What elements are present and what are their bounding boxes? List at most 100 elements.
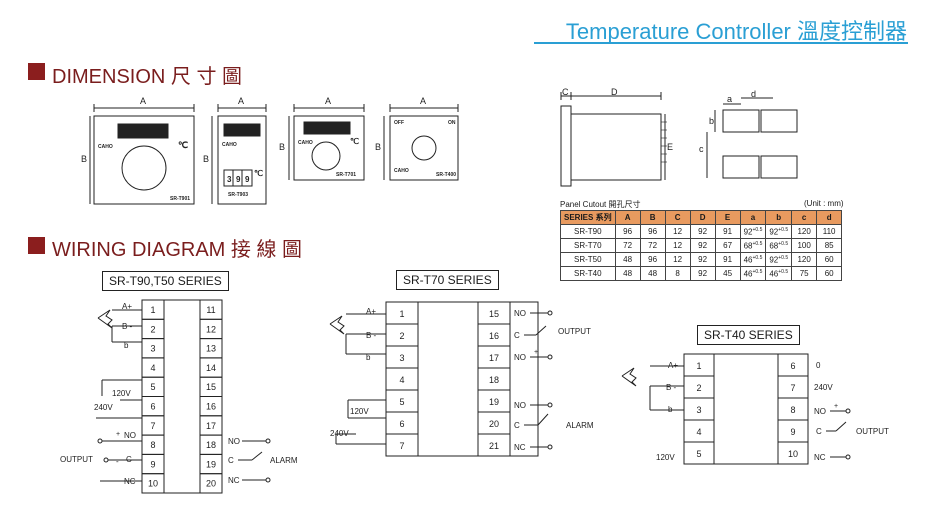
wire-line <box>835 421 847 432</box>
terminal-dot <box>547 402 553 408</box>
wiring-heading: WIRING DIAGRAM 接 線 圖 <box>52 239 302 261</box>
dim-b-label: B <box>375 142 381 152</box>
tolerance-sup: +0.5 <box>778 240 789 247</box>
thermocouple-icon <box>621 367 637 387</box>
diagram-text: b <box>668 405 673 414</box>
diagram-text: 3 <box>696 405 701 415</box>
diagram-text: 3 <box>399 353 404 363</box>
diagram-text: C <box>514 331 520 340</box>
diagram-text: A+ <box>366 307 376 316</box>
off-label: OFF <box>394 120 404 126</box>
diagram-text: 0 <box>816 361 821 370</box>
page-title: Temperature Controller 溫度控制器 <box>565 19 907 44</box>
diagram-text: 120V <box>112 389 131 398</box>
diagram-text: 18 <box>489 375 499 385</box>
diagram-text: A+ <box>668 361 678 370</box>
table-header-cell: A <box>614 210 641 225</box>
terminal-dot <box>265 477 271 483</box>
tolerance-sup: +0.5 <box>752 254 763 261</box>
table-cell: 92 <box>689 224 716 239</box>
diagram-text: 120V <box>350 407 369 416</box>
tolerance-sup: +0.5 <box>752 226 763 233</box>
table-header-cell: C <box>664 210 691 225</box>
table-cell: 92+0.5 <box>765 252 793 267</box>
diagram-text: 120V <box>656 453 675 462</box>
diagram-text: b <box>366 353 371 362</box>
dim-small-d: d <box>751 89 756 99</box>
table-cell: 72 <box>639 238 666 253</box>
on-label: ON <box>448 120 456 126</box>
diagram-text: NC <box>514 443 526 452</box>
pin-cell <box>199 473 223 494</box>
dim-a-label: A <box>238 96 244 106</box>
terminal-dot <box>547 444 553 450</box>
model-label: SR-T400 <box>436 172 456 178</box>
table-cell: SR-T50 <box>560 252 616 267</box>
diagram-text: NO <box>514 353 526 362</box>
table-cell: SR-T90 <box>560 224 616 239</box>
terminal-dot <box>103 457 109 463</box>
diagram-text: C <box>228 456 234 465</box>
diagram-text: ALARM <box>270 456 298 465</box>
table-cell: 120 <box>791 224 818 239</box>
table-cell: 12 <box>664 238 691 253</box>
diagram-text: C <box>514 421 520 430</box>
terminal-dot <box>547 310 553 316</box>
diagram-text: 21 <box>489 441 499 451</box>
diagram-text: OUTPUT <box>856 427 889 436</box>
table-cell: 67 <box>714 238 741 253</box>
diagram-text: 240V <box>330 429 349 438</box>
tolerance-sup: +0.5 <box>778 226 789 233</box>
table-header-cell: SERIES 系列 <box>560 210 616 225</box>
diagram-text: 240V <box>814 383 833 392</box>
diagram-text: 7 <box>790 383 795 393</box>
dim-b-label: B <box>81 154 87 164</box>
diagram-text: ALARM <box>566 421 594 430</box>
digit-label: 9 <box>236 175 241 184</box>
celsius-label: ℃ <box>254 169 263 178</box>
terminal-dot <box>265 438 271 444</box>
t70-series-label: SR-T70 SERIES <box>396 270 499 290</box>
table-cell: 48 <box>614 252 641 267</box>
table-header-cell: a <box>739 210 767 225</box>
diagram-text: 12 <box>206 324 216 334</box>
table-cell: 48 <box>639 266 666 281</box>
diagram-text: NC <box>124 477 136 486</box>
diagram-text: + <box>534 349 538 356</box>
table-cell: 46+0.5 <box>739 252 767 267</box>
diagram-text: 4 <box>399 375 404 385</box>
title-underline <box>534 42 908 44</box>
diagram-text: OUTPUT <box>60 455 93 464</box>
diagram-text: OUTPUT <box>558 327 591 336</box>
table-header-cell: B <box>639 210 666 225</box>
diagram-text: 2 <box>399 331 404 341</box>
dim-a-label: A <box>325 96 331 106</box>
table-cell: 92 <box>689 252 716 267</box>
table-cell: 96 <box>639 252 666 267</box>
table-cell: 92+0.5 <box>765 224 793 239</box>
tolerance-sup: +0.5 <box>778 268 789 275</box>
tolerance-sup: +0.5 <box>752 268 763 275</box>
dim-small-a: a <box>727 94 732 104</box>
table-cell: 96 <box>614 224 641 239</box>
pin-cell <box>477 433 511 457</box>
tolerance-sup: +0.5 <box>752 240 763 247</box>
diagram-text: NO <box>514 309 526 318</box>
table-cell: 60 <box>816 252 843 267</box>
diagram-text: 10 <box>148 479 158 489</box>
diagram-text: 1 <box>696 361 701 371</box>
section-marker <box>28 237 45 254</box>
diagram-text: 19 <box>489 397 499 407</box>
table-cell: 68+0.5 <box>765 238 793 253</box>
side-view-drawing: C D E a d b c <box>560 87 798 187</box>
model-label: SR-T701 <box>336 172 356 178</box>
table-cell: 12 <box>664 224 691 239</box>
diagram-text: NC <box>814 453 826 462</box>
pin-cell <box>777 441 809 465</box>
diagram-text: NO <box>228 437 240 446</box>
terminal-dot <box>547 354 553 360</box>
